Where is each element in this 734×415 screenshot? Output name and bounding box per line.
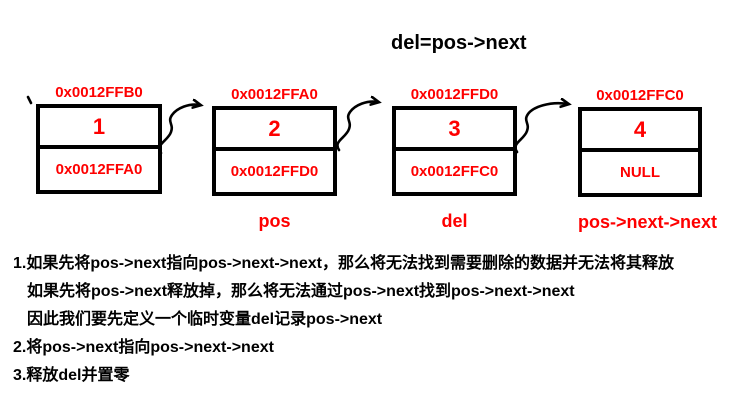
node-value: 1 bbox=[40, 108, 158, 149]
next-pointer-arrow-3 bbox=[514, 103, 568, 154]
node-address: 0x0012FFC0 bbox=[596, 87, 684, 104]
note-line-4: 2.将pos->next指向pos->next->next bbox=[13, 339, 274, 356]
node-next-pointer: 0x0012FFC0 bbox=[410, 163, 499, 180]
node-label-del: del bbox=[441, 211, 468, 231]
diagram-title: del=pos->next bbox=[391, 32, 527, 54]
node-box: 2 0x0012FFD0 bbox=[212, 106, 337, 196]
list-node-4: 0x0012FFC0 4 NULL pos->next->next bbox=[578, 87, 718, 233]
stray-tick-mark bbox=[26, 95, 33, 105]
node-value: 4 bbox=[582, 111, 698, 152]
node-next-pointer: 0x0012FFD0 bbox=[230, 163, 319, 180]
list-node-2: 0x0012FFA0 2 0x0012FFD0 pos bbox=[212, 86, 337, 232]
explanation-notes: 1.如果先将pos->next指向pos->next->next，那么将无法找到… bbox=[13, 250, 728, 390]
node-box: 4 NULL bbox=[578, 107, 702, 197]
node-next-pointer: NULL bbox=[620, 164, 660, 181]
node-next-pointer: 0x0012FFA0 bbox=[55, 161, 143, 178]
node-value: 2 bbox=[216, 110, 333, 151]
note-line-5: 3.释放del并置零 bbox=[13, 367, 130, 384]
node-address: 0x0012FFD0 bbox=[410, 86, 499, 103]
node-label-pos: pos bbox=[258, 211, 291, 231]
node-value: 3 bbox=[396, 110, 513, 151]
next-pointer-arrow-2 bbox=[336, 102, 378, 152]
next-pointer-arrow-1 bbox=[158, 105, 200, 155]
node-address: 0x0012FFA0 bbox=[231, 86, 318, 103]
node-box: 3 0x0012FFC0 bbox=[392, 106, 517, 196]
list-node-3: 0x0012FFD0 3 0x0012FFC0 del bbox=[392, 86, 517, 232]
node-label-pos-next-next: pos->next->next bbox=[578, 212, 718, 232]
node-address: 0x0012FFB0 bbox=[55, 84, 143, 101]
node-box: 1 0x0012FFA0 bbox=[36, 104, 162, 194]
note-line-2: 如果先将pos->next释放掉，那么将无法通过pos->next找到pos->… bbox=[27, 283, 575, 300]
note-line-3: 因此我们要先定义一个临时变量del记录pos->next bbox=[27, 311, 383, 328]
list-node-1: 0x0012FFB0 1 0x0012FFA0 bbox=[36, 84, 162, 209]
note-line-1: 1.如果先将pos->next指向pos->next->next，那么将无法找到… bbox=[13, 255, 674, 272]
